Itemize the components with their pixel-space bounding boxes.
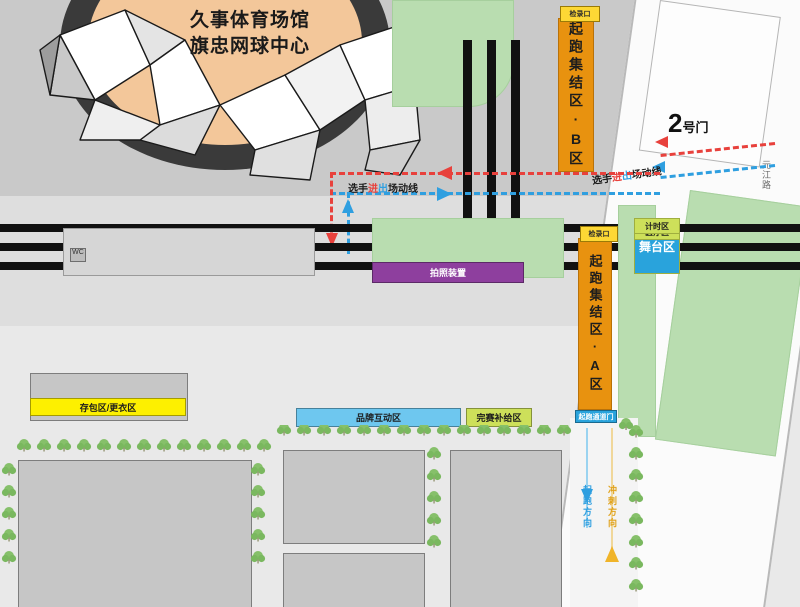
route-label-out: 出 [378,184,388,195]
tree-column-right-icons [628,425,644,592]
route-label-suffix: 场动线 [388,184,418,195]
route-in-line-vertical [330,172,333,247]
gate-number: 2 [668,108,683,138]
check-in-gate-tag-b[interactable]: 检录口 [560,6,600,22]
route-label-in: 进 [368,184,378,195]
route-in-arrow-main [437,165,453,186]
sprint-direction-line [611,428,613,558]
building-bottom-left [18,460,252,607]
check-in-gate-tag-a[interactable]: 检录口 [580,226,618,242]
service-building-left [63,228,315,276]
gate-2-label: 2号门 [668,108,708,139]
start-direction-arrow [581,488,594,509]
route-out-arrow-right [652,160,666,179]
assembly-area-a[interactable]: 起跑集结区·A区 [578,238,612,410]
stadium-petals-icon [39,9,431,181]
stadium-name-line1: 久事体育场馆 [189,10,310,31]
track-stripe [463,40,472,230]
sprint-direction-arrow [605,545,619,568]
route-in-arrow-down [325,232,339,253]
assembly-area-b[interactable]: 起跑集结区·B区 [558,18,594,172]
brand-interaction-zone[interactable]: 品牌互动区 [296,408,461,427]
route-out-arrow-main [437,186,453,207]
route-out-line-vertical [347,192,350,254]
finish-supply-zone[interactable]: 完赛补给区 [466,408,532,427]
track-stripe [487,40,496,230]
route-in-line-main [330,172,660,175]
route-in-arrow-right [655,135,669,154]
building-bottom-right [450,450,562,607]
route-label-prefix: 选手 [348,184,368,195]
building-bottom-mid-upper [283,450,425,544]
track-stripe [511,40,520,230]
service-zone-item[interactable]: 计时区 [634,218,680,234]
restroom-icon: WC [70,248,86,262]
tree-column-mid-icons [618,418,634,430]
bag-storage-zone[interactable]: 存包区/更衣区 [30,398,186,416]
photo-installation-zone[interactable]: 拍照装置 [372,262,524,283]
gate-suffix: 号门 [682,120,709,135]
stadium-name-line2: 旗忠网球中心 [189,36,310,57]
assembly-area-b-label: 起跑集结区·B区 [568,21,584,169]
start-gate-door-label[interactable]: 起跑通道门 [575,410,617,423]
tree-row-icons [1,425,572,564]
assembly-area-a-label: 起跑集结区·A区 [587,254,603,394]
start-direction-line [586,428,588,528]
start-direction-label: 起跑方向 [582,485,592,529]
sprint-direction-label: 冲刺方向 [607,485,617,529]
stadium-name: 久事体育场馆 旗忠网球中心 [120,8,380,60]
road-name-label: 元江路 [761,160,771,190]
route-label-main: 选手进出场动线 [348,180,418,195]
start-corridor [570,418,638,607]
route-out-arrow-up [341,198,355,219]
route-out-line-main [330,192,660,195]
building-bottom-mid-lower [283,553,425,607]
